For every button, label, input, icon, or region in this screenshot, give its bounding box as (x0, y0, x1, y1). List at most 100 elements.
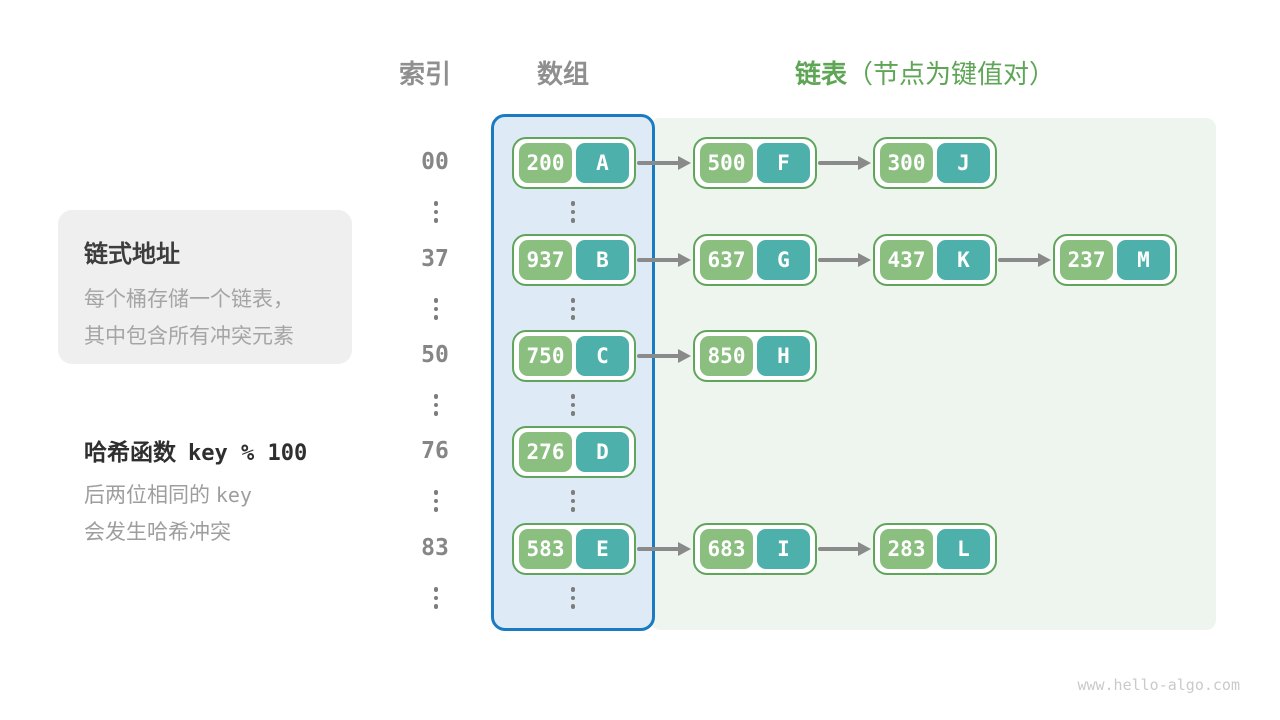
hash-note-line-1-code: key (215, 483, 252, 507)
key-pill: 300 (880, 143, 933, 183)
chaining-legend-box: 链式地址 每个桶存储一个链表， 其中包含所有冲突元素 (58, 210, 352, 364)
dot (570, 595, 576, 600)
value-pill: G (757, 240, 810, 280)
ellipsis-dots (570, 298, 576, 320)
key-pill: 500 (700, 143, 753, 183)
dot (433, 306, 439, 311)
hash-note-line-1-text: 后两位相同的 (84, 484, 210, 507)
key-pill: 276 (519, 432, 572, 472)
chain-arrow (998, 253, 1051, 267)
dot (570, 201, 576, 206)
dot (570, 498, 576, 503)
dot (433, 209, 439, 214)
ellipsis-dots (433, 201, 439, 223)
chain-arrow (637, 156, 691, 170)
dot (433, 394, 439, 399)
linked-list-column-header: 链表（节点为键值对） (795, 54, 1055, 91)
legend-line-1: 每个桶存储一个链表， (84, 288, 294, 311)
watermark: www.hello-algo.com (1077, 676, 1240, 694)
key-pill: 583 (519, 529, 572, 569)
value-pill: M (1117, 240, 1170, 280)
dot (433, 411, 439, 416)
hash-note-line-2: 会发生哈希冲突 (84, 521, 231, 544)
linked-list-header-bold: 链表 (795, 59, 848, 89)
legend-title: 链式地址 (84, 241, 180, 268)
key-pill: 850 (700, 336, 753, 376)
index-label: 37 (421, 246, 449, 272)
ellipsis-dots (570, 490, 576, 512)
ellipsis-dots (570, 394, 576, 416)
value-pill: J (937, 143, 990, 183)
value-pill: A (576, 143, 629, 183)
value-pill: D (576, 432, 629, 472)
dot (570, 315, 576, 320)
index-label: 50 (421, 342, 449, 368)
chain-arrow (637, 349, 691, 363)
dot (570, 394, 576, 399)
ellipsis-dots (433, 394, 439, 416)
dot (570, 209, 576, 214)
dot (570, 587, 576, 592)
ellipsis-dots (433, 490, 439, 512)
value-pill: E (576, 529, 629, 569)
key-pill: 637 (700, 240, 753, 280)
key-pill: 683 (700, 529, 753, 569)
array-column-header: 数组 (537, 59, 590, 89)
dot (570, 298, 576, 303)
dot (570, 411, 576, 416)
chain-arrow (818, 253, 871, 267)
linked-list-header-note: （节点为键值对） (847, 59, 1056, 89)
value-pill: L (937, 529, 990, 569)
dot (433, 201, 439, 206)
ellipsis-dots (433, 298, 439, 320)
dot (433, 315, 439, 320)
dot (570, 218, 576, 223)
value-pill: H (757, 336, 810, 376)
key-pill: 437 (880, 240, 933, 280)
index-column-header: 索引 (399, 59, 452, 89)
dot (433, 490, 439, 495)
hash-function-label: 哈希函数 (84, 439, 176, 465)
dot (433, 595, 439, 600)
index-label: 76 (421, 438, 449, 464)
dot (570, 490, 576, 495)
key-pill: 237 (1060, 240, 1113, 280)
hash-function-formula: key % 100 (188, 441, 308, 466)
dot (433, 402, 439, 407)
value-pill: F (757, 143, 810, 183)
index-label: 83 (421, 535, 449, 561)
hash-note-line-1: 后两位相同的 key (84, 477, 307, 514)
dot (433, 218, 439, 223)
dot (433, 604, 439, 609)
dot (433, 298, 439, 303)
dot (570, 604, 576, 609)
dot (570, 507, 576, 512)
value-pill: B (576, 240, 629, 280)
dot (433, 498, 439, 503)
chain-arrow (818, 156, 871, 170)
value-pill: I (757, 529, 810, 569)
index-label: 00 (421, 149, 449, 175)
chain-arrow (637, 253, 691, 267)
chain-arrow (818, 542, 871, 556)
key-pill: 283 (880, 529, 933, 569)
dot (433, 587, 439, 592)
ellipsis-dots (570, 587, 576, 609)
dot (570, 402, 576, 407)
dot (570, 306, 576, 311)
